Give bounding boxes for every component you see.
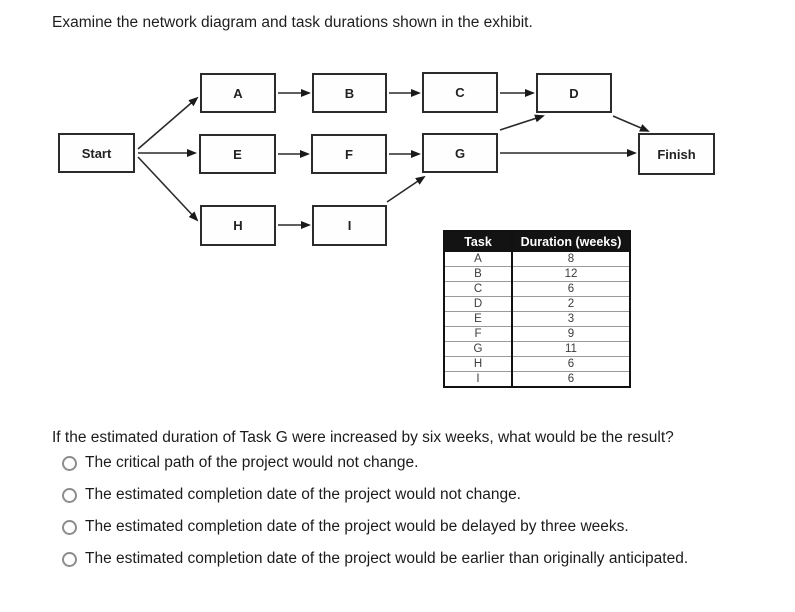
answer-option[interactable]: The estimated completion date of the pro… bbox=[62, 549, 688, 569]
option-label[interactable]: The estimated completion date of the pro… bbox=[85, 518, 629, 535]
node-b: B bbox=[312, 73, 387, 113]
answer-option[interactable]: The critical path of the project would n… bbox=[62, 453, 688, 473]
node-finish: Finish bbox=[638, 133, 715, 175]
duration-column-header: Duration (weeks) bbox=[511, 230, 631, 252]
edge-start-h bbox=[137, 156, 199, 222]
duration-cell: 6 bbox=[511, 281, 630, 297]
duration-cell: 8 bbox=[511, 251, 630, 267]
answer-option[interactable]: The estimated completion date of the pro… bbox=[62, 517, 688, 537]
task-cell: E bbox=[444, 311, 512, 327]
option-label[interactable]: The estimated completion date of the pro… bbox=[85, 486, 521, 503]
task-cell: A bbox=[444, 251, 512, 267]
node-start: Start bbox=[58, 133, 135, 173]
edge-start-a bbox=[137, 96, 199, 150]
task-cell: B bbox=[444, 266, 512, 282]
task-cell: C bbox=[444, 281, 512, 297]
option-label[interactable]: The estimated completion date of the pro… bbox=[85, 550, 689, 567]
duration-cell: 6 bbox=[511, 371, 630, 387]
duration-cell: 6 bbox=[511, 356, 630, 372]
duration-cell: 3 bbox=[511, 311, 630, 327]
exhibit-instruction: Examine the network diagram and task dur… bbox=[52, 14, 533, 31]
node-a: A bbox=[200, 73, 276, 113]
edge-g-d bbox=[499, 114, 545, 131]
radio-button[interactable] bbox=[62, 519, 77, 535]
radio-button[interactable] bbox=[62, 455, 77, 471]
duration-cell: 12 bbox=[511, 266, 630, 282]
node-d: D bbox=[536, 73, 612, 113]
answer-option[interactable]: The estimated completion date of the pro… bbox=[62, 485, 688, 505]
radio-button[interactable] bbox=[62, 487, 77, 503]
radio-button[interactable] bbox=[62, 551, 77, 567]
task-cell: I bbox=[444, 371, 512, 387]
task-cell: H bbox=[444, 356, 512, 372]
node-h: H bbox=[200, 205, 276, 246]
task-column-header: Task bbox=[443, 230, 513, 252]
task-cell: F bbox=[444, 326, 512, 342]
option-label[interactable]: The critical path of the project would n… bbox=[85, 454, 419, 471]
duration-cell: 11 bbox=[511, 341, 630, 357]
node-c: C bbox=[422, 72, 498, 113]
node-f: F bbox=[311, 134, 387, 174]
node-e: E bbox=[199, 134, 276, 174]
edge-i-g bbox=[386, 175, 426, 203]
task-cell: G bbox=[444, 341, 512, 357]
table-header-row: Task Duration (weeks) bbox=[443, 230, 631, 252]
answer-options: The critical path of the project would n… bbox=[62, 453, 688, 581]
edge-d-finish bbox=[612, 115, 650, 132]
duration-cell: 9 bbox=[511, 326, 630, 342]
node-g: G bbox=[422, 133, 498, 173]
task-cell: D bbox=[444, 296, 512, 312]
duration-cell: 2 bbox=[511, 296, 630, 312]
node-i: I bbox=[312, 205, 387, 246]
question-text: If the estimated duration of Task G were… bbox=[52, 429, 674, 446]
